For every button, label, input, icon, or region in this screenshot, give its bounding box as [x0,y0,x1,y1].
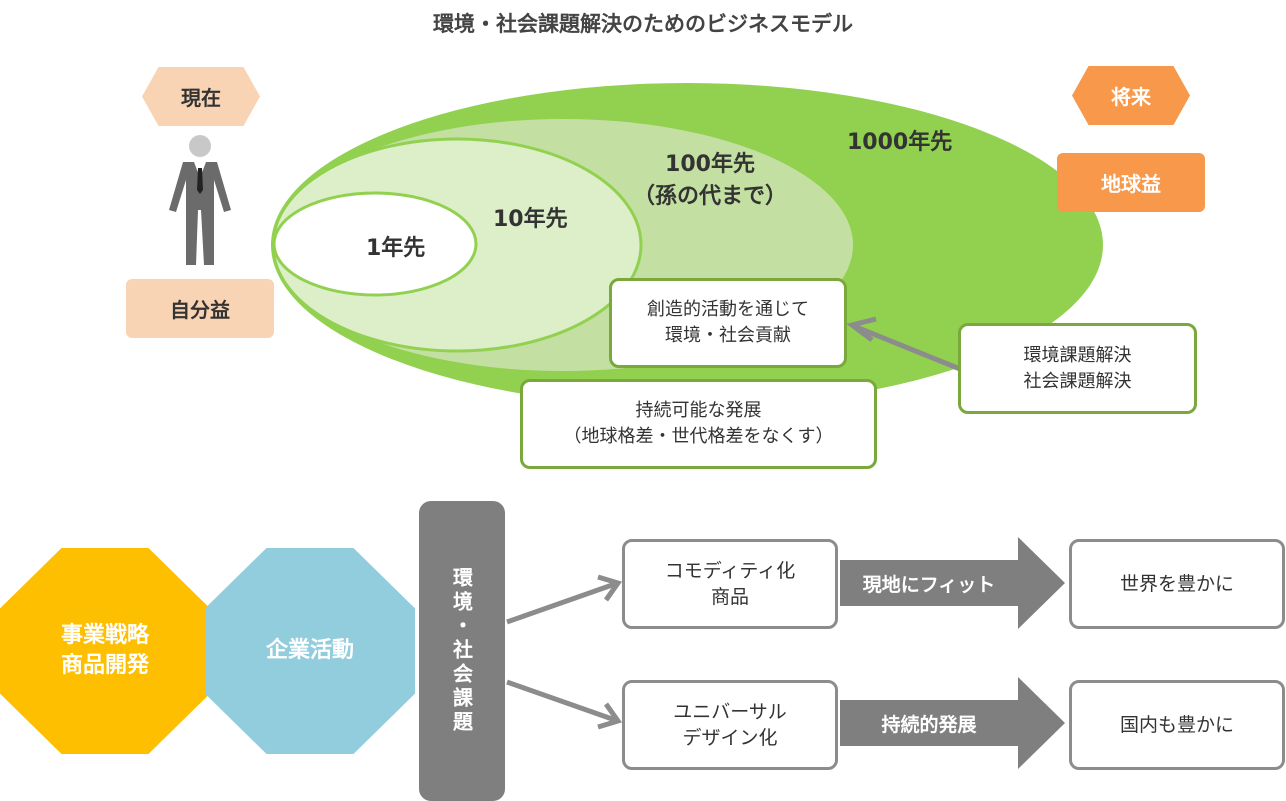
commodity-box: コモディティ化 商品 [622,539,838,629]
solve-issues-box: 環境課題解決 社会課題解決 [958,323,1197,414]
diagram-title: 環境・社会課題解決のためのビジネスモデル [433,12,853,36]
arrow-issues-to-commodity [506,574,623,625]
person-icon [169,135,231,265]
arrow-top-label: 現地にフィット [862,573,996,596]
arrow-issues-to-universal [506,679,623,730]
result-top-box: 世界を豊かに [1069,539,1285,629]
strategy-octagon: 事業戦略 商品開発 [0,548,210,754]
sustainable-development-box: 持続可能な発展 （地球格差・世代格差をなくす） [520,379,877,469]
self-benefit-label: 自分益 [126,279,274,338]
corporate-activity-octagon: 企業活動 [205,548,415,754]
future-tag: 将来 [1072,66,1190,125]
issues-bar: 環境・社会課題 [419,501,505,801]
arrow-solve-to-contribution [855,324,961,372]
ring-1000-years-label: 1000年先 [847,130,953,155]
universal-design-box: ユニバーサル デザイン化 [622,680,838,770]
block-arrow-bottom [840,677,1065,769]
block-arrow-top [840,537,1065,629]
contribution-box: 創造的活動を通じて 環境・社会貢献 [609,278,847,368]
ring-1-year [272,191,478,297]
arrow-bottom-label: 持続的発展 [881,713,977,736]
earth-benefit-label: 地球益 [1057,153,1205,212]
ring-10-years-label: 10年先 [493,207,568,232]
result-bottom-box: 国内も豊かに [1069,680,1285,770]
present-tag: 現在 [142,67,260,126]
ring-1-year-label: 1年先 [366,236,426,261]
ring-100-years-label: 100年先 （孫の代まで） [632,152,787,209]
